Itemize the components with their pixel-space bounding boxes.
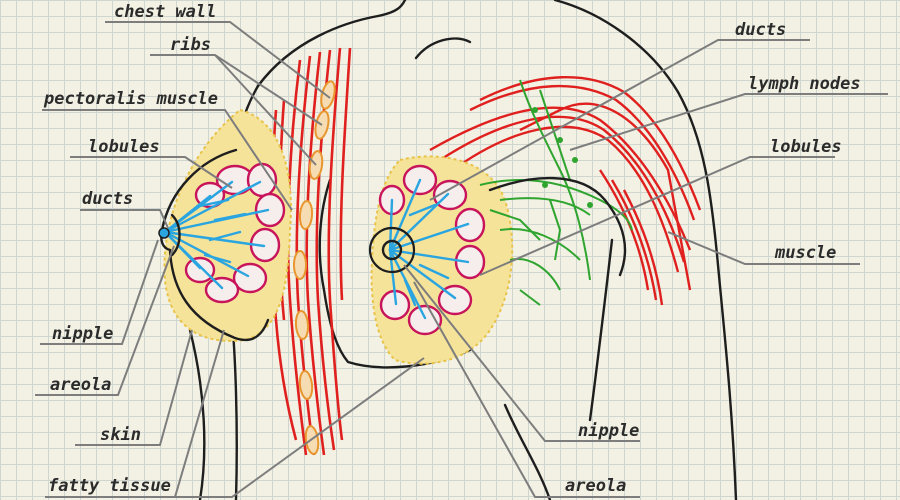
label-pectoralis-muscle: pectoralis muscle: [43, 89, 218, 109]
leader-lines: [35, 21, 888, 498]
label-skin: skin: [100, 425, 141, 445]
label-ducts-right: ducts: [735, 20, 786, 40]
left-areola: [170, 213, 181, 257]
rib-1: [320, 80, 336, 110]
labels: chest wall ribs pectoralis muscle lobule…: [43, 2, 861, 496]
ribs: [293, 80, 336, 455]
label-lymph-nodes: lymph nodes: [748, 74, 861, 94]
label-nipple-right: nipple: [578, 421, 639, 441]
label-lobules-right: lobules: [770, 137, 842, 157]
right-areola: [368, 226, 416, 274]
rib-5: [293, 250, 307, 280]
right-lymph-vessels: [479, 79, 633, 306]
rib-6: [294, 310, 310, 340]
label-areola-left: areola: [50, 375, 111, 395]
right-lobules: [378, 164, 486, 336]
left-breast: [158, 108, 292, 342]
label-chest-wall: chest wall: [114, 2, 216, 22]
label-ducts-left: ducts: [82, 189, 133, 209]
label-ribs: ribs: [170, 35, 211, 55]
label-areola-right: areola: [565, 476, 626, 496]
label-fatty-tissue: fatty tissue: [48, 476, 171, 496]
left-breast-contour: [160, 148, 270, 342]
right-lymph-nodes: [532, 107, 593, 208]
label-muscle: muscle: [774, 243, 836, 263]
right-nipple: [381, 239, 403, 261]
rib-4: [298, 200, 314, 230]
label-nipple-left: nipple: [52, 324, 113, 344]
rib-7: [298, 370, 314, 400]
left-nipple: [158, 227, 170, 239]
label-lobules-left: lobules: [88, 137, 160, 157]
right-breast: [368, 79, 633, 365]
